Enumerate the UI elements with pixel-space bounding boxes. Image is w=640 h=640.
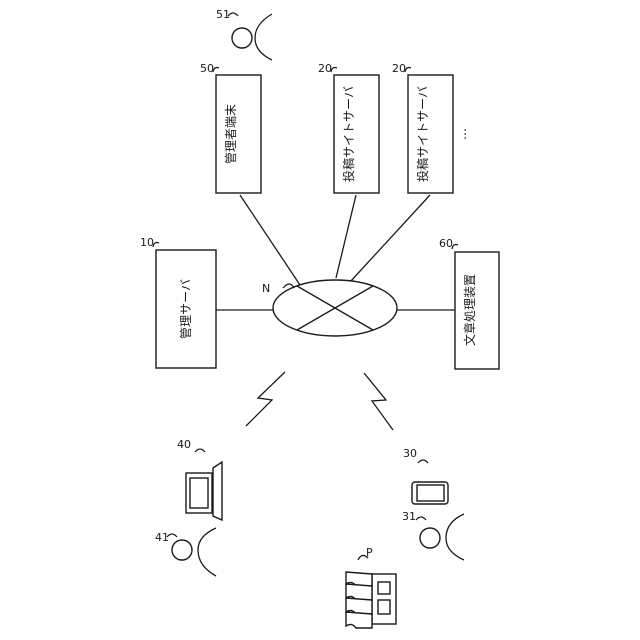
pc-terminal-leader: [195, 449, 205, 452]
pc-user: 41: [155, 528, 216, 576]
network-ref: N: [262, 282, 270, 295]
admin-user-head: [232, 28, 252, 48]
link-admin-terminal: [240, 195, 300, 285]
link-posting-server-2: [350, 195, 430, 282]
posting-server-2-label: 投稿サイトサーバ: [415, 86, 430, 182]
wireless-bolt-left-icon: [246, 372, 285, 426]
admin-user-ref: 51: [216, 8, 230, 21]
smartphone: 30: [403, 447, 448, 504]
document-processor-ref: 60: [439, 237, 453, 250]
management-server-label: 管理サーバ: [178, 279, 193, 339]
store-ref: P: [366, 546, 373, 559]
document-processor-box: [455, 252, 499, 369]
store-awning-4-icon: [346, 612, 372, 628]
smartphone-user-ref: 31: [402, 510, 416, 523]
store-door-icon: [378, 600, 390, 614]
store-window-icon: [378, 582, 390, 594]
posting-server-1-box: [334, 75, 379, 193]
posting-server-1-ref: 20: [318, 62, 332, 75]
smartphone-leader: [418, 460, 428, 463]
pc-user-ref: 41: [155, 531, 169, 544]
link-posting-server-1: [336, 195, 356, 278]
management-server-ref: 10: [140, 236, 154, 249]
posting-server-2-ref: 20: [392, 62, 406, 75]
pc-user-head: [172, 540, 192, 560]
pc-terminal: 40: [177, 438, 222, 520]
posting-server-2: 投稿サイトサーバ 20: [392, 62, 453, 193]
posting-server-2-box: [408, 75, 453, 193]
laptop-display-icon: [190, 478, 208, 508]
admin-terminal-label: 管理者端末: [223, 104, 238, 164]
smartphone-user-head: [420, 528, 440, 548]
smartphone-screen-icon: [417, 485, 444, 501]
document-processor-label: 文章処理装置: [462, 274, 477, 346]
posting-server-1: 投稿サイトサーバ 20: [318, 62, 379, 193]
network-node: N: [262, 280, 397, 336]
admin-terminal-box: [216, 75, 261, 193]
wireless-bolt-right-icon: [364, 373, 393, 430]
posting-server-1-label: 投稿サイトサーバ: [341, 86, 356, 182]
laptop-keyboard-icon: [213, 462, 222, 520]
pc-terminal-ref: 40: [177, 438, 191, 451]
pc-user-body: [198, 528, 216, 576]
admin-user: 51: [216, 8, 272, 60]
smartphone-user-leader: [416, 517, 426, 520]
management-server: 管理サーバ 10: [140, 236, 216, 368]
smartphone-ref: 30: [403, 447, 417, 460]
store: P: [346, 546, 396, 628]
admin-user-body: [255, 14, 272, 60]
smartphone-user: 31: [402, 510, 464, 560]
admin-terminal-ref: 50: [200, 62, 214, 75]
more-servers-ellipsis: …: [455, 128, 469, 140]
document-processor: 文章処理装置 60: [439, 237, 499, 369]
smartphone-user-body: [446, 514, 464, 560]
admin-terminal: 管理者端末 50: [200, 62, 261, 193]
